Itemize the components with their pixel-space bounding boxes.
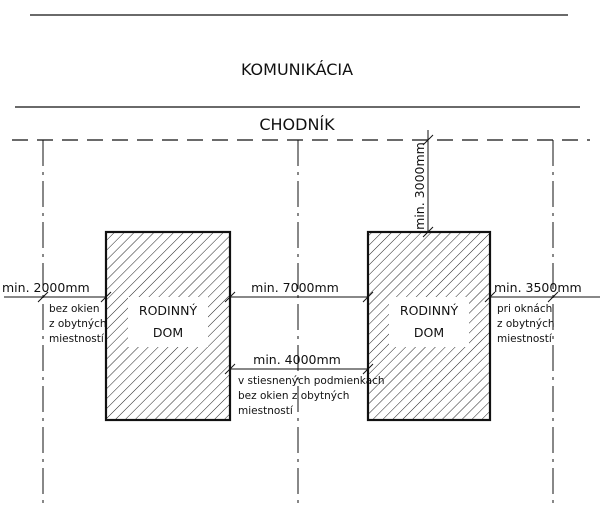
dim-right-edge-tick-b xyxy=(547,291,559,303)
dim-left-edge-value: min. 2000mm xyxy=(2,280,90,295)
dim-between-top-tick-b xyxy=(362,291,374,303)
sidewalk-label: CHODNÍK xyxy=(259,115,335,134)
dim-between-bottom-value: min. 4000mm xyxy=(253,352,341,367)
dim-between-bottom-tick-b xyxy=(362,363,374,375)
dim-between-top-value: min. 7000mm xyxy=(251,280,339,295)
dim-right-edge-note-3: miestností xyxy=(497,333,553,345)
house-right-label-line1: RODINNÝ xyxy=(400,303,459,318)
dim-left-edge-note-3: miestností xyxy=(49,333,105,345)
dim-between-bottom-tick-a xyxy=(224,363,236,375)
dim-right-edge-note-2: z obytných xyxy=(497,318,555,330)
dim-left-edge-tick-b xyxy=(100,291,112,303)
house-left-label-bg xyxy=(128,297,208,347)
dim-between-bottom-note-3: miestností xyxy=(238,405,294,417)
house-right-label-bg xyxy=(389,297,469,347)
house-right-label-line2: DOM xyxy=(414,325,444,340)
house-left-label-line2: DOM xyxy=(153,325,183,340)
dim-front-tick-a xyxy=(422,134,434,146)
dim-right-edge-note-1: pri oknách xyxy=(497,303,552,315)
dim-right-edge-tick-a xyxy=(484,291,496,303)
dim-front-tick-b xyxy=(422,226,434,238)
dim-right-edge-value: min. 3500mm xyxy=(494,280,582,295)
dim-between-top-tick-a xyxy=(224,291,236,303)
dim-left-edge-note-1: bez okien xyxy=(49,303,100,315)
dim-left-edge-note-2: z obytných xyxy=(49,318,107,330)
dim-between-bottom-note-1: v stiesnených podmienkach xyxy=(238,375,385,387)
dim-between-bottom-note-2: bez okien z obytných xyxy=(238,390,349,402)
dim-left-edge-tick-a xyxy=(37,291,49,303)
house-left-label-line1: RODINNÝ xyxy=(139,303,198,318)
dim-front-value: min. 3000mm xyxy=(412,142,427,230)
road-label: KOMUNIKÁCIA xyxy=(241,60,353,79)
